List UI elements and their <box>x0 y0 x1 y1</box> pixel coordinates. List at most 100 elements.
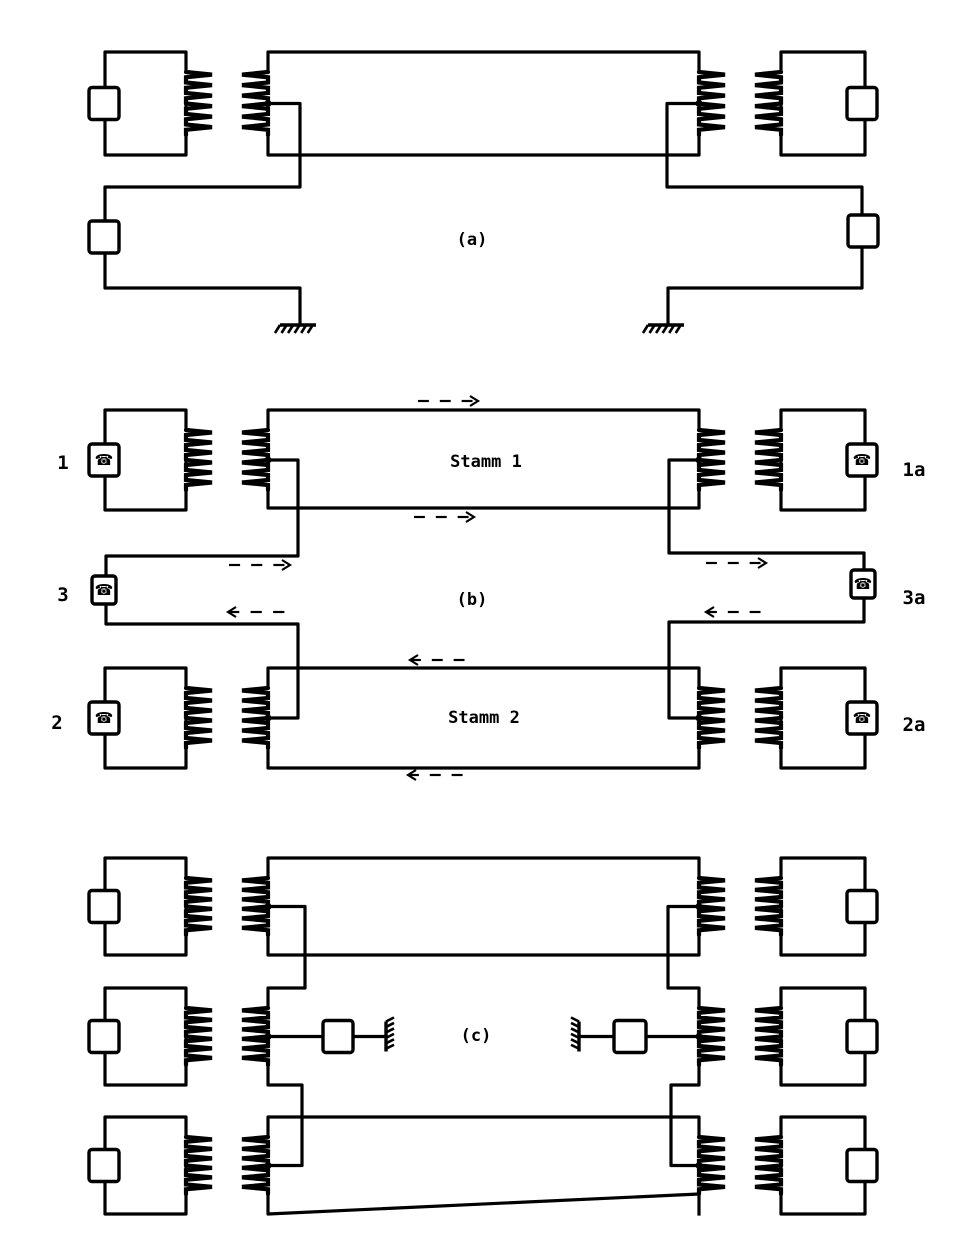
terminal-box <box>845 85 879 122</box>
arrow-trunk1-bottom <box>465 511 477 523</box>
ground-hatch <box>570 1027 580 1034</box>
telephone-icon: ☎ <box>95 581 114 599</box>
station-coil-lower <box>183 101 213 138</box>
ground-hatch <box>300 324 308 334</box>
ground-hatch <box>570 1032 580 1040</box>
station-loop <box>779 474 867 512</box>
terminal-box <box>87 1018 121 1055</box>
telephone-icon: ☎ <box>853 451 872 469</box>
station-coil-lower <box>754 715 784 751</box>
line-coil-upper <box>696 1134 726 1168</box>
trunk-label-2: Stamm 2 <box>448 708 520 728</box>
station-label-2: 2 <box>51 712 62 734</box>
line-coil-lower <box>696 101 726 138</box>
pair3-bottom <box>266 1192 701 1216</box>
line-coil-lower <box>241 457 271 493</box>
line-coil-upper <box>696 875 726 909</box>
station-label-3: 3 <box>57 584 68 606</box>
trunk1-bottom <box>266 488 701 510</box>
station-coil-lower <box>754 904 784 938</box>
line-coil-upper <box>696 427 726 463</box>
line-coil-lower <box>696 1163 726 1197</box>
line-coil-lower <box>696 904 726 938</box>
station-telephone <box>87 442 121 478</box>
station-loop <box>779 1115 867 1152</box>
line-coil-upper <box>696 1005 726 1039</box>
grounds-layer <box>273 323 684 1052</box>
phantom-left-lower <box>266 1063 304 1168</box>
telephone-icon: ☎ <box>854 575 873 593</box>
trunk1-top <box>266 408 701 432</box>
station-coil-upper <box>183 1005 213 1039</box>
station-loop <box>103 1179 188 1216</box>
station-loop <box>779 666 867 704</box>
arrow-phantom-left-bottom <box>225 606 237 618</box>
telephone-icon: ☎ <box>853 709 872 727</box>
ground-hatch <box>654 324 663 334</box>
station-loop <box>779 1050 867 1087</box>
station-coil-upper <box>754 1005 784 1039</box>
terminal-box <box>87 888 121 925</box>
ground-hatch <box>570 1021 580 1029</box>
ground-hatch <box>273 324 282 334</box>
line-coil-upper <box>241 685 271 721</box>
ground-hatch <box>648 324 656 334</box>
station-coil-lower <box>183 1034 213 1068</box>
telephone-icon: ☎ <box>95 451 114 469</box>
terminal-box <box>87 1147 121 1184</box>
arrow-trunk2-top <box>407 654 419 666</box>
ground-hatch <box>385 1038 395 1045</box>
pair1-top <box>266 856 701 880</box>
line-coil-lower <box>696 457 726 493</box>
pair3-top <box>266 1115 701 1139</box>
ground-hatch <box>641 324 650 334</box>
line-coil-upper <box>241 1005 271 1039</box>
station-coil-upper <box>183 685 213 721</box>
arrow-trunk1-top <box>469 395 481 407</box>
trunk-label-1: Stamm 1 <box>450 452 522 472</box>
station-coil-upper <box>183 69 213 106</box>
station-loop <box>103 856 188 893</box>
station-coil-lower <box>754 101 784 138</box>
arrow-phantom-right-bottom <box>703 606 715 618</box>
station-telephone <box>87 700 121 736</box>
panel-label-b: (b) <box>457 590 488 610</box>
station-coil-upper <box>754 69 784 106</box>
ground-hatch <box>668 324 676 334</box>
phantom-left <box>103 101 302 222</box>
station-loop <box>103 732 188 770</box>
station-coil-upper <box>183 1134 213 1168</box>
station-coil-lower <box>754 1163 784 1197</box>
line-coil-lower <box>241 101 271 138</box>
station-label-1a: 1a <box>903 459 926 481</box>
station-telephone-3 <box>90 574 118 606</box>
ground-hatch <box>385 1016 395 1023</box>
terminal-box <box>612 1018 648 1055</box>
line-coil-upper <box>241 875 271 909</box>
phantom-right-lower <box>669 1063 701 1168</box>
ground-hatch <box>385 1032 395 1040</box>
earth-right <box>666 246 864 324</box>
terminal-box <box>321 1018 355 1055</box>
station-loop <box>103 1050 188 1087</box>
line-coil-upper <box>241 69 271 106</box>
station-loop <box>779 1179 867 1216</box>
terminal-box <box>845 888 879 925</box>
line-coil-lower <box>241 904 271 938</box>
station-loop <box>779 986 867 1023</box>
station-coil-lower <box>754 457 784 493</box>
line-coil-upper <box>696 685 726 721</box>
earth-left <box>103 252 302 324</box>
terminal-box <box>87 219 121 255</box>
line-a-bottom <box>266 133 701 157</box>
coils-layer <box>183 69 784 1197</box>
station-coil-upper <box>754 685 784 721</box>
line-coil-lower <box>241 1163 271 1197</box>
line-a-top <box>266 50 701 74</box>
ground-hatch <box>674 324 682 334</box>
terminal-box <box>87 85 121 122</box>
station-loop <box>103 408 188 446</box>
station-coil-upper <box>183 427 213 463</box>
station-telephone-3a <box>849 568 877 600</box>
panel-label-c: (c) <box>461 1026 492 1046</box>
